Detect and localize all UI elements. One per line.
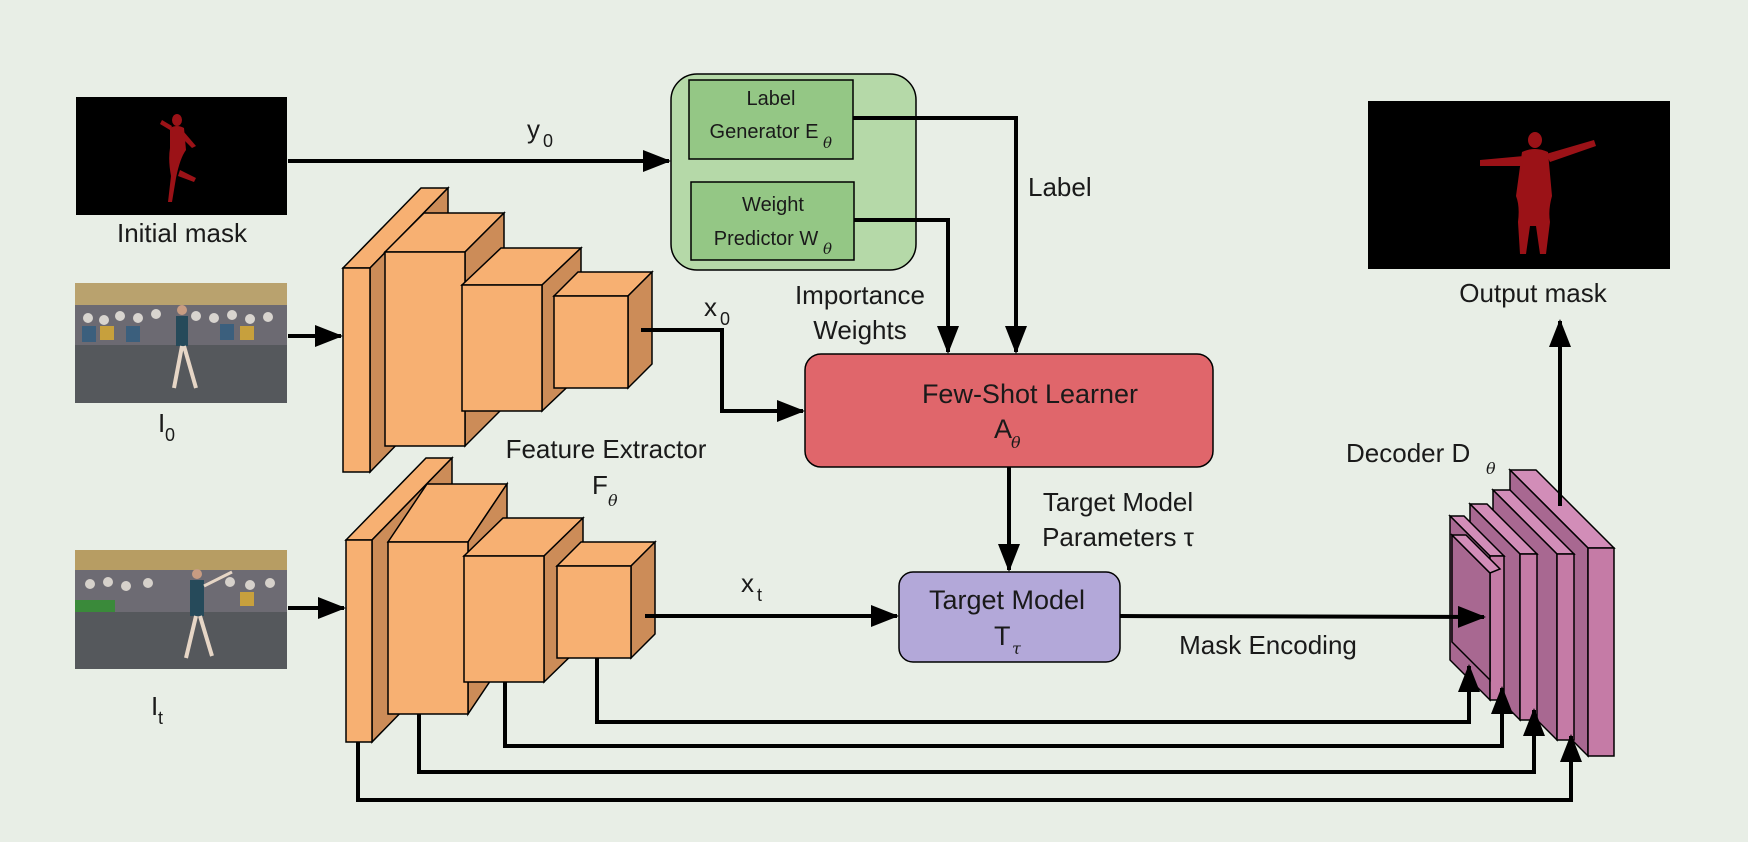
target-model-title: Target Model	[929, 585, 1085, 615]
target-model-symbol: T	[994, 621, 1011, 651]
label-generator-line1: Label	[747, 88, 796, 110]
weight-predictor-sub: θ	[823, 240, 832, 258]
edge-xt-sub: t	[757, 585, 762, 605]
edge-x0-sub: 0	[720, 309, 730, 329]
few-shot-learner-box	[804, 353, 1214, 468]
label-generator-line2: Generator E	[710, 121, 819, 143]
label-generator-sub: θ	[823, 134, 832, 152]
arrows	[288, 116, 1582, 802]
few-shot-learner-symbol-sub: θ	[1011, 433, 1021, 452]
initial-mask-image	[76, 97, 287, 215]
importance-weights-line1: Importance	[795, 280, 925, 310]
frame-0-label: I	[158, 408, 165, 438]
edge-y0-label: y	[527, 114, 540, 144]
few-shot-learner-title: Few-Shot Learner	[922, 379, 1138, 409]
edge-x0-label: x	[704, 292, 717, 322]
importance-weights-line2: Weights	[813, 315, 906, 345]
frame-t-label: I	[151, 691, 158, 721]
feature-extractor-symbol-sub: θ	[608, 491, 618, 510]
edge-y0-sub: 0	[543, 131, 553, 151]
weight-predictor-line1: Weight	[742, 194, 804, 216]
frame-0-subscript: 0	[165, 425, 175, 445]
weight-predictor-line2: Predictor W	[714, 228, 819, 250]
feature-extractor-bottom	[344, 456, 657, 744]
weight-predictor-box	[690, 181, 855, 261]
frame-0-image	[75, 283, 287, 403]
feature-extractor-top	[341, 186, 654, 474]
target-model-symbol-sub: τ	[1012, 639, 1022, 658]
few-shot-learner-symbol: A	[994, 414, 1012, 444]
mask-encoding-label: Mask Encoding	[1179, 630, 1357, 660]
decoder-label-sub: θ	[1486, 459, 1496, 478]
frame-t-image	[75, 550, 287, 669]
feature-extractor-symbol: F	[592, 470, 608, 500]
edge-label-text: Label	[1028, 172, 1092, 202]
target-params-line1: Target Model	[1043, 487, 1193, 517]
initial-mask-label: Initial mask	[117, 218, 248, 248]
decoder-label: Decoder D	[1346, 438, 1470, 468]
feature-extractor-label: Feature Extractor	[506, 434, 707, 464]
edge-xt-label: x	[741, 568, 754, 598]
label-generator-box	[688, 79, 854, 160]
output-mask-label: Output mask	[1459, 278, 1607, 308]
output-mask-image	[1368, 101, 1670, 269]
target-params-line2: Parameters τ	[1042, 522, 1195, 552]
frame-t-subscript: t	[158, 708, 163, 728]
